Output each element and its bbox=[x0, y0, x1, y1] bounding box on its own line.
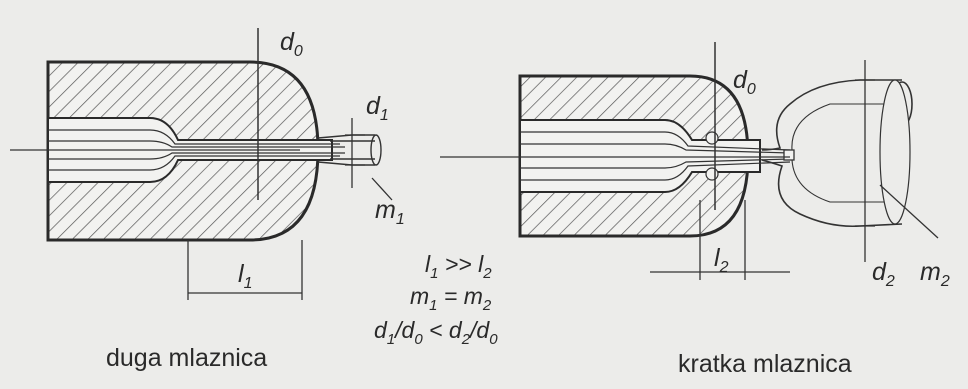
short-nozzle-nub-top bbox=[705, 131, 719, 145]
short-nozzle-label-d0: d0 bbox=[733, 66, 756, 98]
short-nozzle-bore bbox=[519, 119, 761, 193]
long-nozzle-label-l1: l1 bbox=[238, 260, 252, 292]
long-nozzle-label-d1: d1 bbox=[366, 92, 389, 124]
short-nozzle-orifice bbox=[783, 149, 795, 161]
relation-line-2: m1 = m2 bbox=[410, 283, 492, 314]
short-nozzle-l2-dimension bbox=[650, 200, 790, 280]
short-nozzle-figure: d0 l2 d2 m2 kratka mlaznica bbox=[440, 42, 950, 378]
long-nozzle-d1-dimension bbox=[345, 118, 365, 188]
short-nozzle-nub-bottom bbox=[705, 167, 719, 181]
relation-line-1: l1 >> l2 bbox=[425, 251, 492, 282]
short-nozzle-filament bbox=[761, 79, 913, 228]
short-nozzle-label-l2: l2 bbox=[714, 244, 729, 276]
short-nozzle-d2-dimension bbox=[855, 60, 875, 262]
long-nozzle-label-d0: d0 bbox=[280, 28, 303, 60]
long-nozzle-m1-leader bbox=[371, 177, 393, 201]
long-nozzle-flow-lines bbox=[48, 129, 345, 171]
long-nozzle-l1-dimension bbox=[187, 240, 303, 300]
long-nozzle-caption: duga mlaznica bbox=[106, 344, 267, 372]
relation-line-3: d1/d0 < d2/d0 bbox=[374, 317, 498, 348]
short-nozzle-label-m2: m2 bbox=[920, 258, 950, 290]
short-nozzle-label-d2: d2 bbox=[872, 258, 895, 290]
long-nozzle-figure: d0 d1 m1 l1 duga mlaznica bbox=[10, 28, 405, 372]
short-nozzle-m2-leader bbox=[879, 184, 939, 239]
relations-block: l1 >> l2 m1 = m2 d1/d0 < d2/d0 bbox=[374, 251, 498, 348]
short-nozzle-flow-lines bbox=[520, 131, 791, 181]
long-nozzle-label-m1: m1 bbox=[375, 196, 405, 228]
short-nozzle-caption: kratka mlaznica bbox=[678, 350, 852, 378]
